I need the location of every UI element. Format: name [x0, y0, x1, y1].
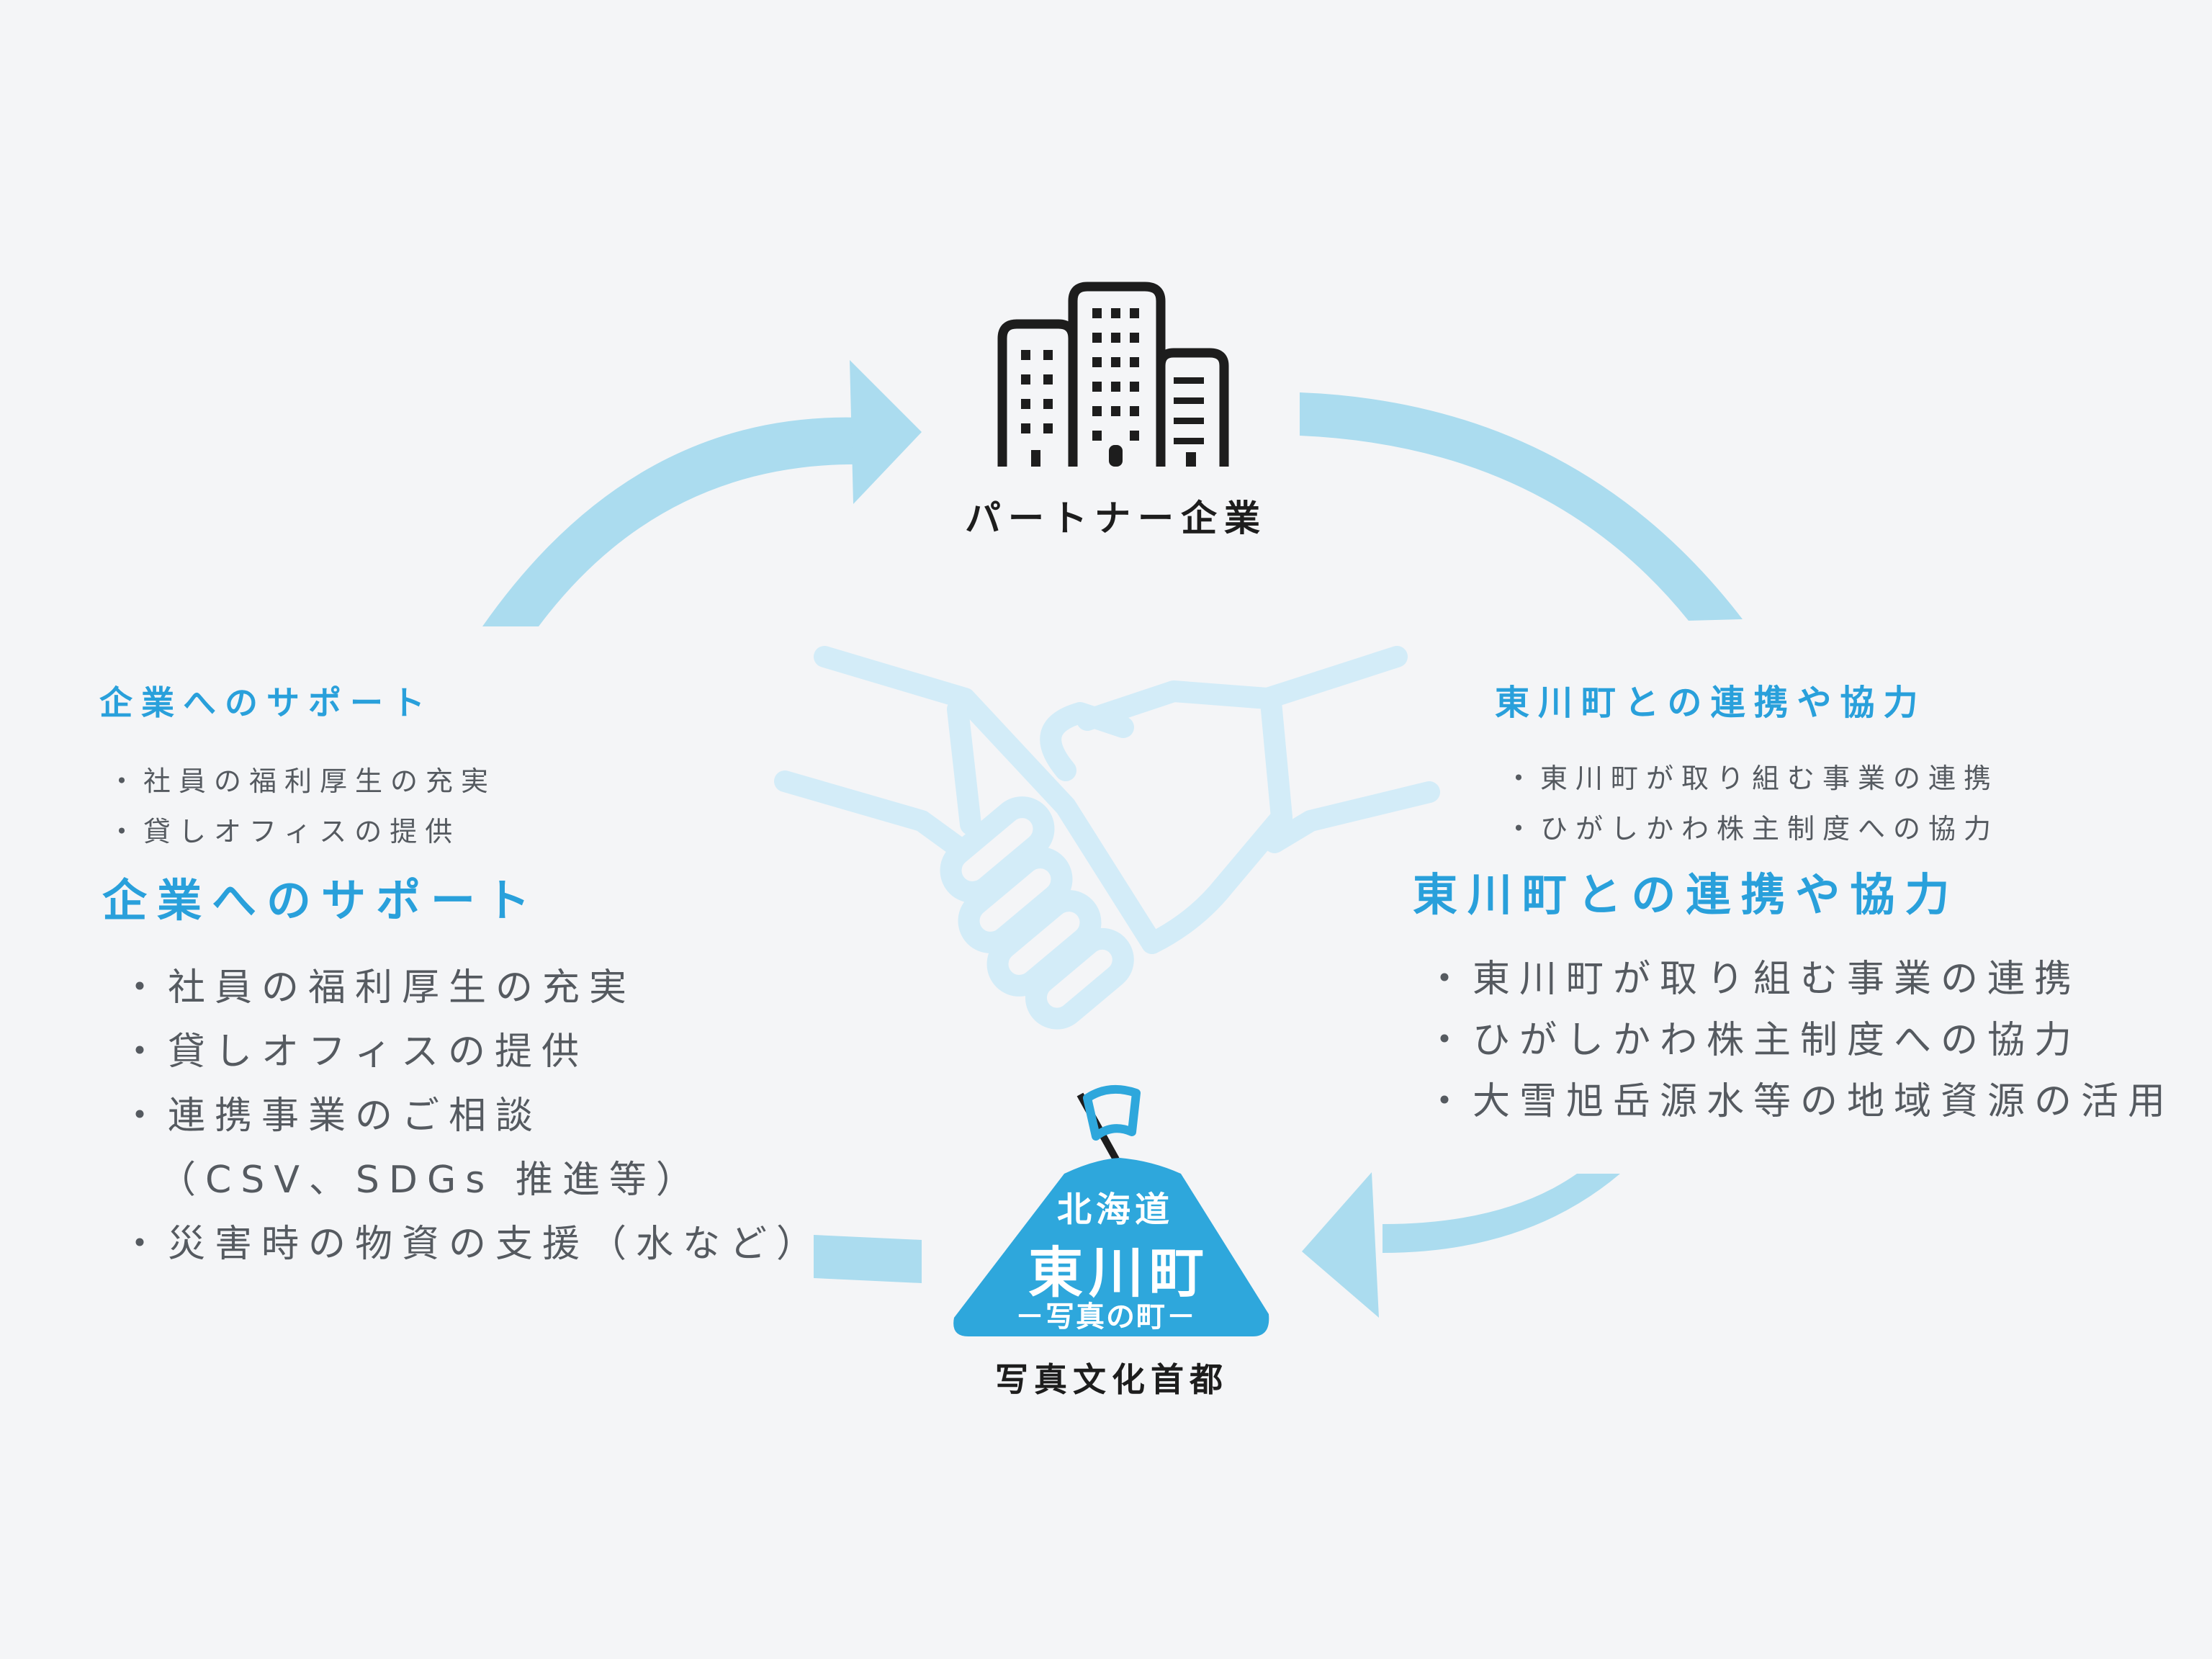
left-big-heading: 企業へのサポート	[102, 874, 541, 927]
list-item: ・ひがしかわ株主制度への協力	[1426, 1019, 2082, 1062]
handshake-icon	[774, 646, 1440, 1030]
arrow-left-to-partner	[482, 360, 922, 626]
list-item-continuation: （CSV、SDGs 推進等）	[158, 1159, 703, 1202]
mountain-shape	[953, 1158, 1269, 1336]
list-item: ・社員の福利厚生の充実	[108, 765, 497, 797]
list-item: ・貸しオフィスの提供	[121, 1030, 588, 1074]
arrow-right-to-logo	[1302, 1172, 1620, 1318]
town-logo	[953, 1084, 1269, 1336]
left-small-heading: 企業へのサポート	[99, 683, 433, 722]
list-item: ・貸しオフィスの提供	[108, 816, 461, 848]
list-item: ・災害時の物資の支援（水など）	[121, 1223, 824, 1266]
list-item: ・連携事業のご相談	[121, 1094, 543, 1138]
logo-line-2: 東川町	[1028, 1241, 1210, 1305]
logo-line-3: －写真の町－	[1015, 1300, 1197, 1334]
logo-line-1: 北海道	[1057, 1190, 1174, 1230]
partner-label: パートナー企業	[965, 498, 1267, 539]
flag-icon	[1083, 1084, 1141, 1141]
left-big-list: ・社員の福利厚生の充実 ・貸しオフィスの提供 ・連携事業のご相談 （CSV、SD…	[121, 956, 823, 1277]
left-small-list: ・社員の福利厚生の充実 ・貸しオフィスの提供	[108, 756, 496, 857]
right-small-heading: 東川町との連携や協力	[1495, 683, 1927, 723]
right-big-list: ・東川町が取り組む事業の連携 ・ひがしかわ株主制度への協力 ・大雪旭岳源水等の地…	[1426, 949, 2175, 1133]
list-item: ・東川町が取り組む事業の連携	[1426, 958, 2082, 1001]
building-icon	[997, 282, 1229, 467]
list-item: ・社員の福利厚生の充実	[121, 966, 637, 1010]
building-windows	[1021, 308, 1204, 467]
arrow-logo-to-left	[814, 1235, 922, 1283]
list-item: ・ひがしかわ株主制度への協力	[1505, 813, 2000, 845]
right-small-list: ・東川町が取り組む事業の連携 ・ひがしかわ株主制度への協力	[1505, 753, 1999, 854]
logo-subtitle: 写真文化首都	[995, 1360, 1228, 1399]
list-item: ・東川町が取り組む事業の連携	[1505, 763, 2000, 794]
right-big-heading: 東川町との連携や協力	[1413, 868, 1960, 921]
list-item: ・大雪旭岳源水等の地域資源の活用	[1426, 1080, 2175, 1123]
arrow-partner-to-right	[1300, 392, 1743, 621]
